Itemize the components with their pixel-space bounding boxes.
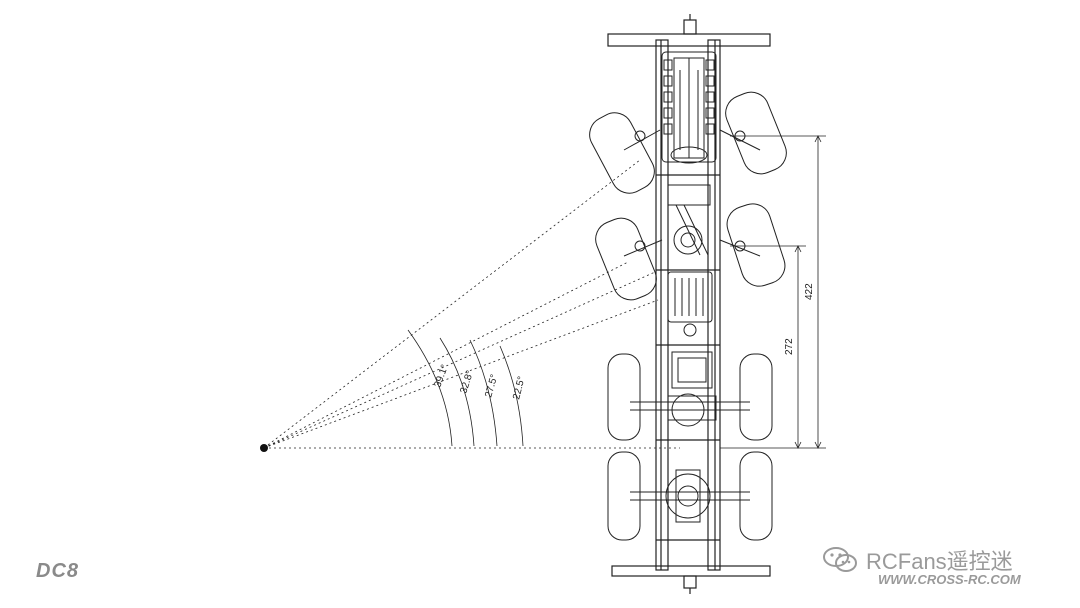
front-bumper <box>607 14 771 47</box>
steering-linkage <box>667 184 711 256</box>
rear-bumper <box>611 565 771 594</box>
dimension-outer-label: 422 <box>804 283 815 300</box>
front-wheel-2-right <box>726 203 786 287</box>
rear-differential-2 <box>630 469 750 523</box>
front-wheel-1-left <box>589 112 655 194</box>
model-label: DC8 <box>36 560 80 582</box>
angle-label-3: 27.5° <box>483 373 500 399</box>
rear-differential-1 <box>630 393 750 427</box>
wechat-icon <box>823 547 857 572</box>
angle-arcs <box>407 329 524 447</box>
watermark: RCFans遥控迷 WWW.CROSS-RC.COM <box>822 544 1062 592</box>
rear-wheel-1-left <box>607 353 641 441</box>
battery-box <box>667 351 717 421</box>
dimension-lines <box>720 135 826 449</box>
front-wheel-1-right <box>725 91 787 175</box>
rear-wheel-2-right <box>739 451 773 541</box>
watermark-url: WWW.CROSS-RC.COM <box>878 572 1021 587</box>
chassis-frame <box>655 39 721 571</box>
angle-label-2: 32.8° <box>458 369 476 395</box>
turning-guide-lines <box>263 159 680 449</box>
angle-label-4: 22.5° <box>511 375 527 400</box>
angle-label-1: 39.1° <box>432 363 450 389</box>
dimension-inner-label: 272 <box>784 338 795 355</box>
turning-center-point <box>260 444 268 452</box>
front-wheel-2-left <box>595 217 657 301</box>
transmission <box>667 271 713 337</box>
rear-wheel-1-right <box>739 353 773 441</box>
engine-block <box>661 51 717 164</box>
rear-wheel-2-left <box>607 451 641 541</box>
watermark-brand: RCFans遥控迷 <box>866 549 1013 574</box>
